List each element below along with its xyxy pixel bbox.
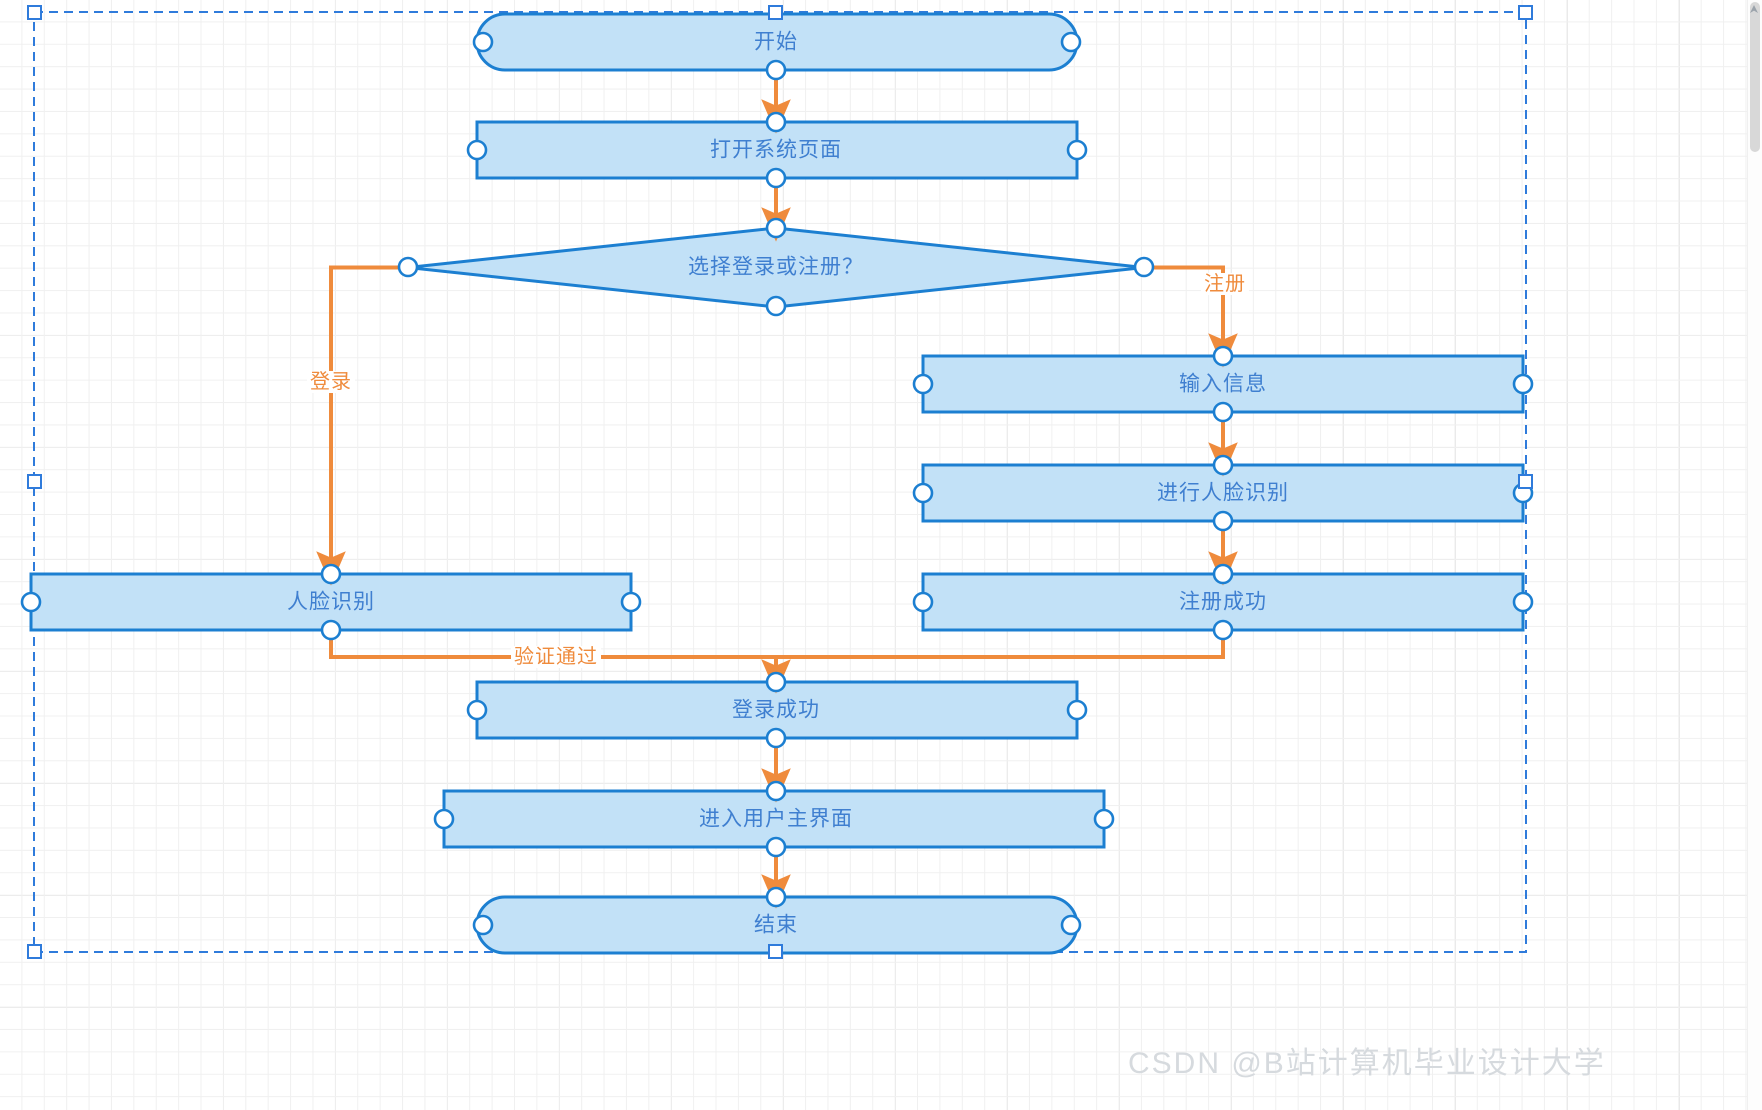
edge-label-verified[interactable]: 验证通过 xyxy=(511,646,601,668)
edge-decision-to-input-info[interactable] xyxy=(1144,265,1238,368)
cursor-arrow-icon xyxy=(1750,5,1758,13)
edge-label-login[interactable]: 登录 xyxy=(307,371,355,393)
port-face-recognition-top[interactable] xyxy=(320,563,342,585)
selection-handle-top-left[interactable] xyxy=(27,5,42,20)
port-user-home-bottom[interactable] xyxy=(765,836,787,858)
port-decision-right[interactable] xyxy=(1133,256,1155,278)
port-input-info-right[interactable] xyxy=(1512,373,1534,395)
selection-handle-middle-right[interactable] xyxy=(1518,474,1533,489)
port-start-left[interactable] xyxy=(472,31,494,53)
port-user-home-left[interactable] xyxy=(433,808,455,830)
port-end-left[interactable] xyxy=(472,914,494,936)
vertical-scrollbar[interactable] xyxy=(1747,0,1762,1110)
vertical-scrollbar-thumb[interactable] xyxy=(1750,2,1760,152)
port-input-info-left[interactable] xyxy=(912,373,934,395)
selection-handle-middle-left[interactable] xyxy=(27,474,42,489)
port-register-success-left[interactable] xyxy=(912,591,934,613)
port-face-recognition-bottom[interactable] xyxy=(320,619,342,641)
port-login-success-bottom[interactable] xyxy=(765,727,787,749)
port-open-page-bottom[interactable] xyxy=(765,167,787,189)
port-login-success-right[interactable] xyxy=(1066,699,1088,721)
port-register-success-right[interactable] xyxy=(1512,591,1534,613)
edge-label-register[interactable]: 注册 xyxy=(1201,273,1249,295)
port-start-bottom[interactable] xyxy=(765,59,787,81)
port-user-home-top[interactable] xyxy=(765,780,787,802)
edge-register-success-to-login-success[interactable] xyxy=(776,630,1225,659)
port-login-success-top[interactable] xyxy=(765,671,787,693)
port-input-info-bottom[interactable] xyxy=(1212,401,1234,423)
port-register-success-top[interactable] xyxy=(1212,563,1234,585)
node-shape-decision[interactable] xyxy=(407,226,1145,309)
port-open-page-left[interactable] xyxy=(466,139,488,161)
port-open-page-right[interactable] xyxy=(1066,139,1088,161)
port-face-recognition-right[interactable] xyxy=(620,591,642,613)
port-login-success-left[interactable] xyxy=(466,699,488,721)
selection-handle-bottom-left[interactable] xyxy=(27,944,42,959)
watermark-text: CSDN @B站计算机毕业设计大学 xyxy=(1128,1047,1606,1080)
port-user-home-right[interactable] xyxy=(1093,808,1115,830)
port-register-success-bottom[interactable] xyxy=(1212,619,1234,641)
port-decision-bottom[interactable] xyxy=(765,295,787,317)
port-end-right[interactable] xyxy=(1060,914,1082,936)
port-start-right[interactable] xyxy=(1060,31,1082,53)
port-do-face-bottom[interactable] xyxy=(1212,510,1234,532)
port-do-face-top[interactable] xyxy=(1212,454,1234,476)
port-do-face-left[interactable] xyxy=(912,482,934,504)
selection-handle-top-center[interactable] xyxy=(768,5,783,20)
port-open-page-top[interactable] xyxy=(765,111,787,133)
port-end-top[interactable] xyxy=(765,886,787,908)
selection-handle-top-right[interactable] xyxy=(1518,5,1533,20)
port-face-recognition-left[interactable] xyxy=(20,591,42,613)
port-decision-top[interactable] xyxy=(765,217,787,239)
edge-decision-to-face-recognition[interactable] xyxy=(316,265,408,586)
port-decision-left[interactable] xyxy=(397,256,419,278)
selection-handle-bottom-center[interactable] xyxy=(768,944,783,959)
port-input-info-top[interactable] xyxy=(1212,345,1234,367)
